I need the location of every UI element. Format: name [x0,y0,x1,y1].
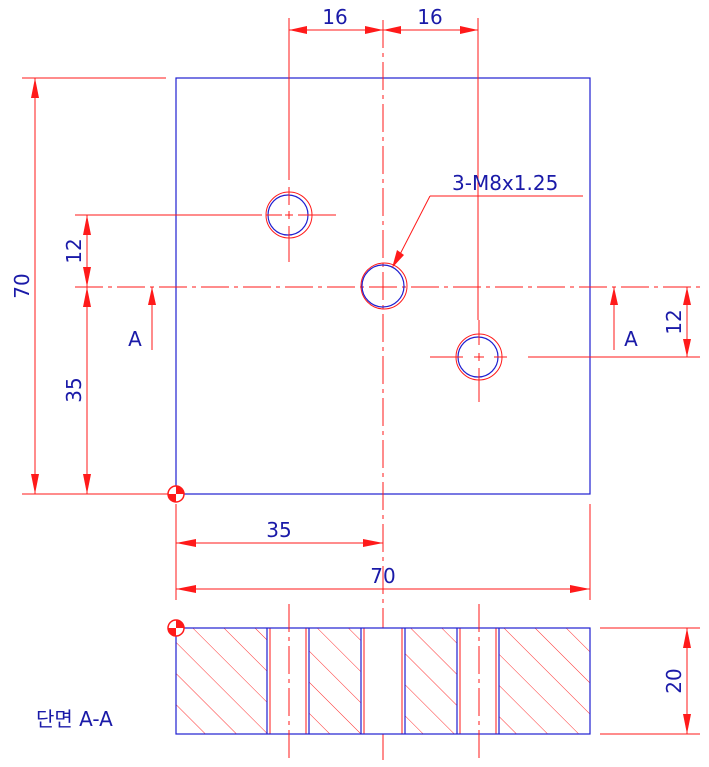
section-title: 단면 A-A [36,707,113,731]
hole-top-left [235,187,336,262]
dim-bottom-center: 35 [266,518,291,542]
section-mark-right: A [624,327,638,351]
dim-top-left-spacing: 16 [322,5,347,29]
dim-section-thickness: 20 [662,668,686,693]
callout-leader [394,195,431,265]
hole-bottom-right [430,320,700,402]
section-view [175,604,591,760]
dim-top-right-spacing: 16 [417,5,442,29]
dim-overall-width: 70 [370,564,395,588]
dim-upper-offset: 12 [62,238,86,263]
hole-center [360,262,408,310]
datum-origin-icon [167,485,185,503]
thread-callout: 3-M8x1.25 [452,171,558,195]
dim-overall-height: 70 [10,273,34,298]
section-mark-left: A [128,327,142,351]
dim-lower-offset: 35 [62,377,86,402]
datum-origin-icon [167,619,185,637]
dim-right-offset: 12 [662,309,686,334]
